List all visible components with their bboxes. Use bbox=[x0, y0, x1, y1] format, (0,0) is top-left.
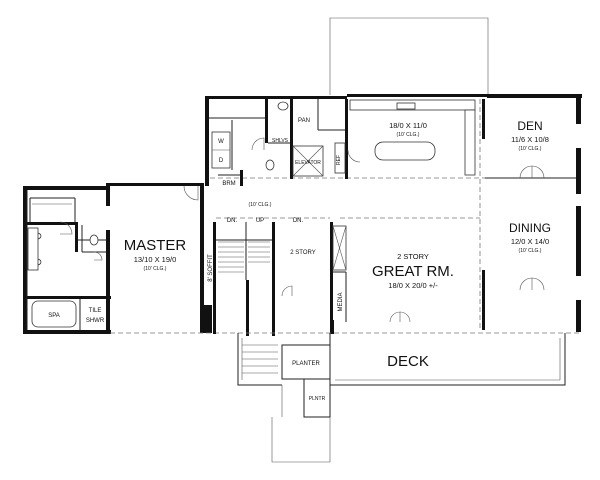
interior-walls bbox=[26, 99, 576, 334]
annotations: SPA TILE SHWR 8' SOFFIT (10' CLG.) DN. U… bbox=[48, 118, 344, 402]
den-name: DEN bbox=[517, 119, 542, 133]
deck-area bbox=[237, 333, 566, 463]
deck-name: DECK bbox=[387, 353, 429, 370]
dining-dims: 12/0 X 14/0 bbox=[511, 237, 549, 246]
kitchen-dims: 18/0 X 11/0 bbox=[389, 121, 427, 130]
dining-ceiling: (10' CLG.) bbox=[519, 248, 542, 254]
brm-label: BRM bbox=[222, 181, 235, 187]
room-labels: MASTER 13/10 X 19/0 (10' CLG.) 2 STORY G… bbox=[124, 119, 551, 370]
den-dims: 11/6 X 10/8 bbox=[511, 135, 549, 144]
two-story-label: 2 STORY bbox=[290, 250, 315, 256]
upper-terrace-outline bbox=[329, 17, 489, 95]
exterior-walls bbox=[23, 94, 582, 336]
great-room-story: 2 STORY bbox=[397, 252, 429, 261]
shlvs-label: SHLVS bbox=[272, 138, 289, 144]
master-name: MASTER bbox=[124, 237, 187, 254]
pan-label: PAN bbox=[298, 118, 310, 124]
dining-name: DINING bbox=[509, 221, 551, 235]
doors bbox=[59, 137, 545, 323]
elevator-label: ELEVATOR bbox=[295, 160, 321, 166]
master-dims: 13/10 X 19/0 bbox=[134, 255, 177, 264]
great-room-dims: 18/0 X 20/0 +/- bbox=[388, 281, 438, 290]
stair-dn-left: DN. bbox=[227, 218, 238, 224]
master-ceiling: (10' CLG.) bbox=[144, 266, 167, 272]
tile-label: TILE bbox=[89, 308, 102, 314]
hall-ceiling: (10' CLG.) bbox=[249, 202, 272, 208]
plntr-label: PLNTR bbox=[309, 396, 326, 402]
planter-label: PLANTER bbox=[292, 361, 320, 367]
washer-label: W bbox=[218, 139, 224, 145]
dryer-label: D bbox=[219, 158, 224, 164]
media-label: MEDIA bbox=[338, 292, 344, 311]
stair-up: UP bbox=[256, 218, 264, 224]
den-ceiling: (10' CLG.) bbox=[519, 146, 542, 152]
shwr-label: SHWR bbox=[86, 318, 105, 324]
fixtures bbox=[27, 101, 289, 328]
kitchen-ceiling: (10' CLG.) bbox=[397, 132, 420, 138]
soffit-label: 8' SOFFIT bbox=[208, 254, 214, 282]
stair-dn-right: DN. bbox=[293, 218, 304, 224]
spa-label: SPA bbox=[48, 313, 60, 319]
ref-label: REF bbox=[336, 155, 342, 165]
great-room-name: GREAT RM. bbox=[372, 263, 454, 280]
